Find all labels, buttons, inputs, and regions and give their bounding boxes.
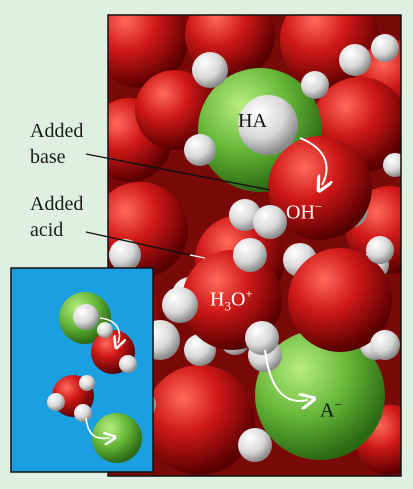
- hydronium-charge: +: [245, 286, 253, 301]
- hydronium-o: O: [230, 288, 246, 311]
- added-acid-pointer-out: [85, 231, 191, 256]
- added-acid-label: Added acid: [30, 191, 83, 243]
- hydroxide-label: OH−: [286, 199, 322, 225]
- inset-panel: [11, 268, 153, 472]
- added-base-line2: base: [30, 146, 66, 168]
- arrow-h3o-to-a: [264, 349, 308, 401]
- inset-frame: [10, 267, 154, 473]
- added-acid-line2: acid: [30, 219, 64, 241]
- added-acid-pointer-in: [189, 254, 206, 259]
- hydronium-sub3: 3: [224, 298, 231, 314]
- added-base-pointer: [85, 153, 271, 191]
- added-base-line1: Added: [30, 120, 84, 142]
- hydroxide-charge: −: [314, 199, 323, 214]
- conjugate-base-text: A: [320, 399, 335, 422]
- ha-text: HA: [238, 110, 267, 132]
- arrow-ha-to-oh: [299, 137, 327, 185]
- hydroxide-text: OH: [286, 201, 315, 224]
- added-base-label: Added base: [30, 118, 83, 170]
- ha-hydrogen: [238, 95, 298, 155]
- hydronium-label: H3O+: [210, 286, 253, 315]
- conjugate-base-charge: −: [334, 397, 342, 412]
- added-acid-line1: Added: [30, 193, 84, 215]
- conjugate-base-label: A−: [320, 397, 342, 423]
- hydronium-h: H: [210, 288, 225, 311]
- ha-label: HA: [238, 110, 267, 133]
- main-frame: [107, 14, 402, 477]
- main-panel: [108, 15, 401, 476]
